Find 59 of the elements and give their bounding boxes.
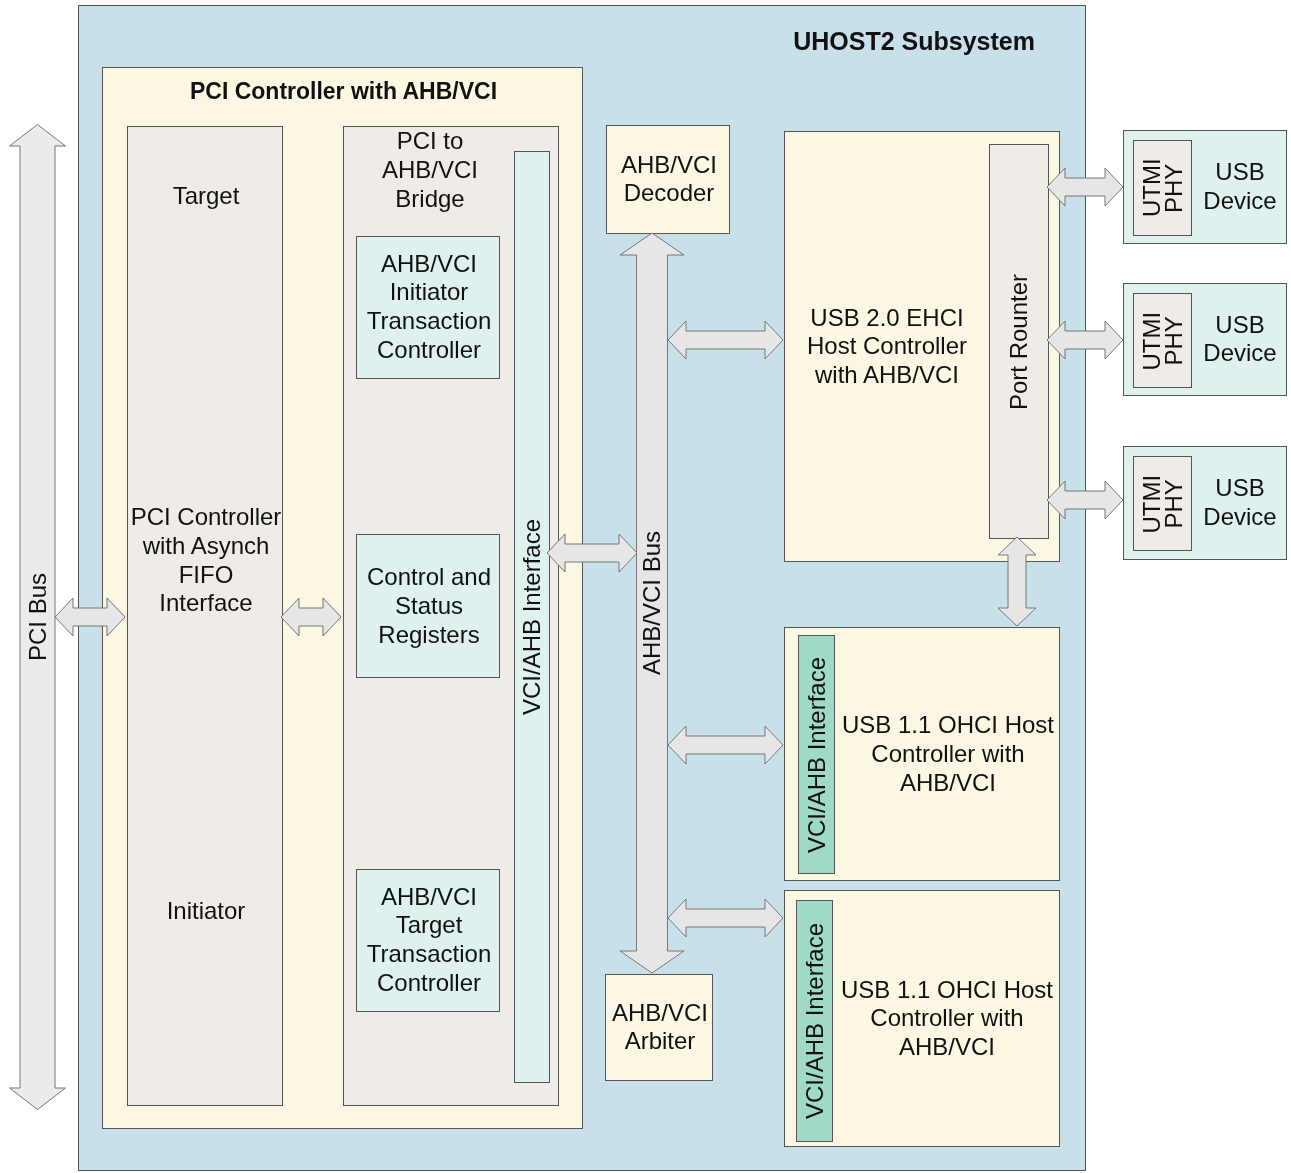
subsystem-panel bbox=[102, 67, 583, 1129]
double-arrow bbox=[1046, 320, 1124, 360]
bus-label: PCI Bus bbox=[23, 573, 52, 661]
double-arrow bbox=[667, 725, 784, 765]
block-label: USB 2.0 EHCI Host Controller with AHB/VCI bbox=[805, 303, 969, 390]
bus-double-arrow bbox=[619, 232, 685, 974]
double-arrow bbox=[1046, 167, 1124, 207]
block-label: VCI/AHB Interface bbox=[517, 518, 546, 716]
block-label: VCI/AHB Interface bbox=[800, 922, 829, 1120]
block-label: USB Device bbox=[1202, 310, 1278, 369]
double-arrow bbox=[1046, 480, 1124, 520]
block-label: UTMI PHY bbox=[1140, 310, 1185, 372]
panel-title: PCI Controller with AHB/VCI bbox=[188, 78, 499, 106]
block-label: VCI/AHB Interface bbox=[802, 656, 831, 853]
block-label: USB 1.1 OHCI Host Controller with AHB/VCI bbox=[839, 975, 1055, 1062]
block-label: AHB/VCI Arbiter bbox=[611, 998, 709, 1057]
block-label: Initiator bbox=[165, 896, 247, 926]
block-label: UTMI PHY bbox=[1140, 157, 1185, 220]
block-label: AHB/VCI Initiator Transaction Controller bbox=[365, 249, 493, 366]
block-label: PCI Controller with Asynch FIFO Interface bbox=[130, 503, 282, 619]
module-box bbox=[1123, 130, 1287, 244]
double-arrow bbox=[997, 536, 1037, 627]
module-box bbox=[343, 126, 559, 1106]
block-label: Port Rounter bbox=[1004, 273, 1033, 410]
module-box bbox=[356, 236, 500, 379]
interface-bar bbox=[796, 900, 833, 1142]
interface-bar bbox=[1133, 140, 1192, 236]
block-label: UTMI PHY bbox=[1140, 473, 1185, 535]
block-label: AHB/VCI Decoder bbox=[620, 150, 718, 209]
edge-label: AHB/VCI Bus bbox=[640, 531, 664, 675]
interface-bar bbox=[514, 151, 550, 1083]
module-box bbox=[127, 126, 283, 1106]
module-box bbox=[356, 534, 500, 678]
module-box bbox=[356, 869, 500, 1012]
block-label: AHB/VCI Target Transaction Controller bbox=[365, 882, 493, 999]
module-box bbox=[784, 890, 1060, 1147]
panel-title: UHOST2 Subsystem bbox=[793, 26, 1035, 56]
module-box bbox=[1123, 446, 1287, 560]
block-label: Control and Status Registers bbox=[365, 562, 493, 650]
module-box bbox=[605, 974, 713, 1081]
double-arrow bbox=[546, 533, 638, 573]
interface-bar bbox=[1133, 456, 1192, 551]
block-label: Target bbox=[171, 181, 241, 211]
interface-bar bbox=[798, 635, 835, 874]
double-arrow bbox=[667, 898, 784, 938]
module-box bbox=[784, 627, 1060, 881]
block-label: USB Device bbox=[1202, 158, 1278, 216]
subsystem-panel bbox=[78, 5, 1086, 1171]
block-title: PCI to AHB/VCI Bridge bbox=[381, 127, 479, 214]
module-box bbox=[606, 125, 730, 234]
module-box bbox=[1123, 283, 1287, 396]
module-box bbox=[784, 131, 1060, 562]
double-arrow bbox=[280, 597, 342, 637]
double-arrow bbox=[54, 597, 126, 637]
block-label: USB 1.1 OHCI Host Controller with AHB/VCI bbox=[840, 710, 1056, 798]
interface-bar bbox=[1133, 293, 1192, 388]
double-arrow bbox=[667, 320, 784, 360]
block-label: USB Device bbox=[1202, 474, 1278, 532]
interface-bar bbox=[989, 144, 1049, 539]
